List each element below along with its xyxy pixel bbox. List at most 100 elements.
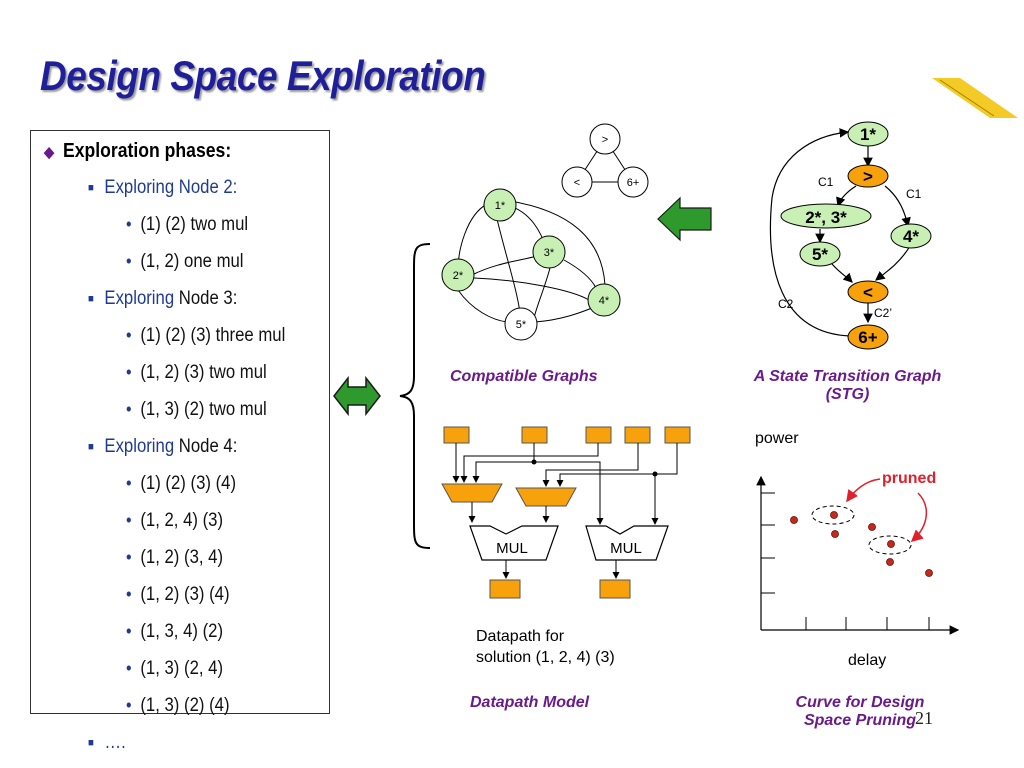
- outline-item-text: (1) (2) (3) (4): [140, 473, 237, 494]
- register-2: [521, 426, 548, 444]
- pruning-curve-plot: [756, 475, 960, 635]
- register-4: [624, 426, 651, 444]
- stg-node-lt: <: [847, 280, 889, 304]
- curve-caption-line1: Curve for Design: [795, 694, 925, 711]
- pruned-annotation: pruned: [882, 470, 937, 487]
- outline-item-text: Node 3:: [174, 288, 238, 309]
- dot-bullet-icon: •: [126, 251, 132, 271]
- stg-edge-c1-right: C1: [906, 187, 922, 201]
- datapath-diagram: MUL MUL: [441, 426, 691, 599]
- outline-item-prefix: Exploring: [104, 288, 175, 309]
- stg-edge-c2: C2: [778, 297, 794, 311]
- stg-node-1: 1*: [847, 121, 889, 147]
- mux-left: [441, 483, 503, 503]
- dot-bullet-icon: •: [126, 325, 132, 345]
- diamond-bullet-icon: ◆: [44, 144, 55, 161]
- outline-item: • (1, 2) (3, 4): [126, 547, 223, 569]
- outline-item: • (1, 3) (2) (4): [126, 695, 230, 717]
- mul-left: [469, 525, 559, 561]
- outline-item: •(1) (2) two mul: [126, 214, 248, 236]
- svg-text:6+: 6+: [627, 177, 640, 189]
- outline-item: • (1) (2) (3) (4): [126, 473, 236, 495]
- compatible-graphs-caption: Compatible Graphs: [450, 368, 598, 385]
- outline-item: •(1, 2, 4) (3): [126, 510, 223, 532]
- outline-item-text: (1, 3) (2) two mul: [140, 399, 267, 420]
- outline-item-text: (1, 3) (2, 4): [140, 658, 224, 679]
- stg-node-5: 5*: [799, 241, 841, 267]
- stg-caption-line1: A State Transition Graph: [753, 368, 942, 385]
- outline-item-text: Exploring Node 2:: [104, 177, 238, 198]
- outline-item-text: (1, 3) (2) (4): [140, 695, 230, 716]
- dot-bullet-icon: •: [126, 362, 132, 382]
- small-node-left: <: [561, 166, 593, 198]
- outline-item: • (1, 3) (2, 4): [126, 658, 223, 680]
- stg-node-6: 6+: [847, 324, 889, 350]
- stg-edge-c2-prime: C2’: [874, 306, 892, 320]
- svg-text:2*, 3*: 2*, 3*: [805, 208, 847, 227]
- graph-node-1: 1*: [483, 188, 517, 222]
- svg-text:2*: 2*: [453, 270, 464, 282]
- compatible-graph: 1* 3* 2* 4* 5*: [441, 188, 621, 341]
- dot-bullet-icon: •: [126, 214, 132, 234]
- square-bullet-icon: ■: [88, 293, 94, 305]
- mul-right: [585, 525, 669, 561]
- outline-item-text: (1, 2, 4) (3): [140, 510, 224, 531]
- square-bullet-icon: ■: [88, 441, 94, 453]
- curve-xlabel: delay: [848, 652, 887, 669]
- outline-item-text: (1) (2) (3) three mul: [140, 325, 286, 346]
- dot-bullet-icon: •: [126, 621, 132, 641]
- svg-text:>: >: [863, 167, 873, 186]
- stg-edge-c1-left: C1: [818, 175, 834, 189]
- corner-swoosh-decoration: [932, 78, 1018, 118]
- register-5: [664, 426, 691, 444]
- stg-node-2-3: 2*, 3*: [780, 203, 872, 229]
- svg-text:4*: 4*: [903, 227, 919, 246]
- curly-brace: [399, 243, 431, 549]
- svg-text:1*: 1*: [495, 200, 506, 212]
- datapath-caption: Datapath Model: [470, 694, 590, 711]
- outline-item-text: (1, 2) (3) (4): [140, 584, 230, 605]
- outline-item-text: Exploration phases:: [62, 140, 232, 162]
- dot-bullet-icon: •: [126, 658, 132, 678]
- graph-node-2: 2*: [441, 258, 475, 292]
- small-node-right: 6+: [617, 166, 649, 198]
- dot-bullet-icon: •: [126, 473, 132, 493]
- dot-bullet-icon: •: [126, 547, 132, 567]
- outline-item: •(1, 3) (2) two mul: [126, 399, 267, 421]
- stg-caption: A State Transition Graph (STG): [725, 368, 970, 404]
- outline-item-prefix: Exploring: [104, 436, 175, 457]
- curve-caption-line2: Space Pruning: [803, 712, 917, 729]
- mul-right-label: MUL: [610, 540, 642, 557]
- svg-text:5*: 5*: [516, 319, 527, 331]
- graph-node-5: 5*: [504, 307, 538, 341]
- state-transition-graph: 1* > 2*, 3* 4* 5* < 6+ C1 C1 C2 C2’: [769, 121, 932, 350]
- outline-item: • (1, 3, 4) (2): [126, 621, 223, 643]
- outline-item: •(1, 2) (3) two mul: [126, 362, 267, 384]
- svg-text:4*: 4*: [599, 295, 610, 307]
- svg-text:1*: 1*: [860, 125, 876, 144]
- stg-caption-line2: (STG): [825, 386, 870, 403]
- outline-item: •(1, 2) one mul: [126, 251, 244, 273]
- datapath-note: Datapath for solution (1, 2, 4) (3): [476, 626, 615, 668]
- outline-item: ■ Exploring Node 3:: [88, 288, 237, 310]
- register-out-left: [489, 579, 521, 599]
- square-bullet-icon: ■: [88, 737, 94, 749]
- dot-bullet-icon: •: [126, 695, 132, 715]
- register-1: [443, 426, 470, 444]
- svg-text:6+: 6+: [858, 328, 877, 347]
- square-bullet-icon: ■: [88, 182, 94, 194]
- outline-item: ■ Exploring Node 2:: [88, 177, 237, 199]
- dot-bullet-icon: •: [126, 584, 132, 604]
- outline-item: ■….: [88, 732, 126, 754]
- page-title: Design Space Exploration: [40, 52, 486, 99]
- datapath-note-line2: solution (1, 2, 4) (3): [476, 649, 615, 666]
- outline-item-text: (1, 3, 4) (2): [140, 621, 224, 642]
- outline-item-text: Node 4:: [174, 436, 238, 457]
- outline-item-text: (1, 2) (3, 4): [140, 547, 224, 568]
- svg-text:<: <: [574, 177, 580, 189]
- datapath-note-line1: Datapath for: [476, 628, 565, 645]
- mux-right: [515, 487, 577, 507]
- stg-node-gt: >: [847, 164, 889, 188]
- graph-node-4: 4*: [587, 283, 621, 317]
- small-node-top: >: [589, 123, 621, 155]
